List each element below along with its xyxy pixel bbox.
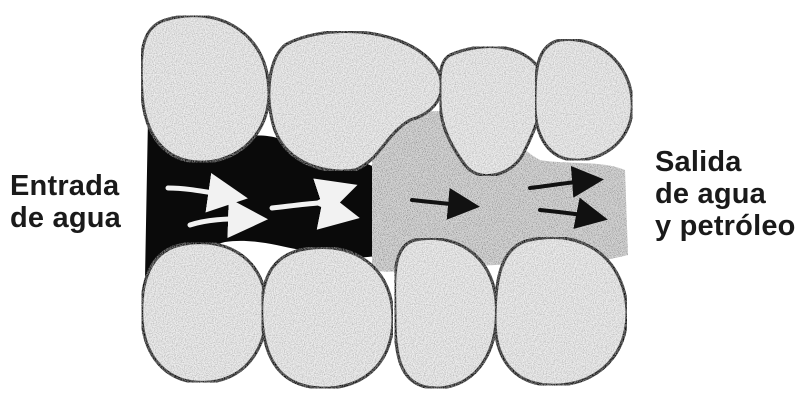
outlet-label: Salida de agua y petróleo <box>655 146 796 242</box>
grain-top-1 <box>141 16 269 162</box>
outlet-label-line-2: de agua <box>655 178 796 210</box>
inlet-label: Entrada de agua <box>10 170 121 234</box>
inlet-label-line-2: de agua <box>10 202 121 234</box>
grain-top-4 <box>535 39 632 160</box>
grain-bottom-3 <box>395 238 497 388</box>
outlet-label-line-3: y petróleo <box>655 210 796 242</box>
inlet-label-line-1: Entrada <box>10 170 121 202</box>
grain-bottom-2 <box>262 247 393 388</box>
outlet-label-line-1: Salida <box>655 146 796 178</box>
grain-bottom-1 <box>142 243 267 383</box>
grain-bottom-4 <box>495 237 627 385</box>
